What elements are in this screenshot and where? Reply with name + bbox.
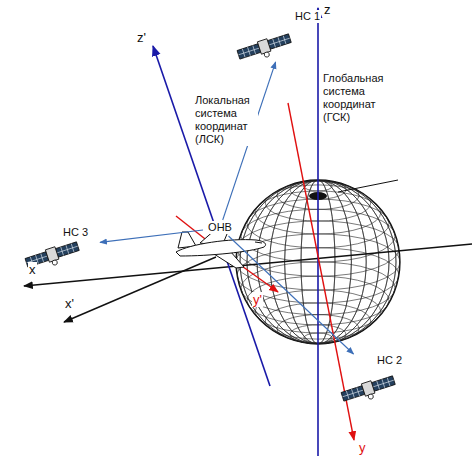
aircraft-label: ОНВ: [207, 221, 233, 234]
axis-label: z: [323, 2, 332, 17]
aircraft-fuselage: [176, 240, 266, 256]
local-z-axis: [153, 46, 270, 386]
satellite-antenna: [264, 51, 270, 57]
system-caption: Локальная система координат (ЛСК): [194, 94, 258, 146]
satellite-icon: [340, 374, 396, 402]
panel-cell: [342, 390, 363, 397]
aircraft-node: ОНВ: [203, 220, 237, 236]
satellite-node: НС 2: [340, 354, 422, 406]
satellite-icon: [236, 32, 292, 60]
satellite-antenna: [368, 393, 374, 399]
panel-cell: [57, 246, 78, 253]
satellite-label: НС 2: [376, 354, 403, 367]
satellite-node: НС 1: [236, 6, 334, 62]
signal-arrow: [100, 230, 203, 242]
signal-arrow: [229, 236, 354, 354]
satellite-body: [236, 32, 292, 60]
axis-label: x: [28, 262, 37, 277]
satellite-body: [340, 374, 396, 402]
axis-label: y: [358, 440, 367, 455]
satellite-antenna: [52, 259, 58, 265]
satellite-label: НС 3: [62, 226, 89, 239]
global-z-axis: [317, 8, 319, 456]
system-caption: Глобальная система координат (ГСК): [322, 72, 402, 124]
solar-panel: [341, 386, 365, 401]
aircraft-window: [255, 242, 262, 243]
axis-label: z': [136, 30, 147, 45]
satellite-label: НС 1: [294, 10, 321, 23]
axis-label: x': [64, 296, 75, 311]
global-y-axis: [288, 103, 354, 440]
aircraft: [176, 222, 266, 268]
satellite-bus: [45, 247, 59, 262]
satellite-bus: [257, 39, 271, 54]
solar-panel: [268, 34, 292, 49]
solar-panel: [237, 44, 261, 59]
panel-cell: [269, 38, 290, 45]
axis-stroke: [338, 180, 398, 192]
panel-cell: [238, 48, 259, 55]
panel-cell: [373, 380, 394, 387]
solar-panel: [56, 242, 80, 257]
axis-label: y': [252, 292, 263, 307]
satellite-bus: [361, 381, 375, 396]
solar-panel: [372, 376, 396, 391]
local-x-axis: [64, 257, 216, 322]
